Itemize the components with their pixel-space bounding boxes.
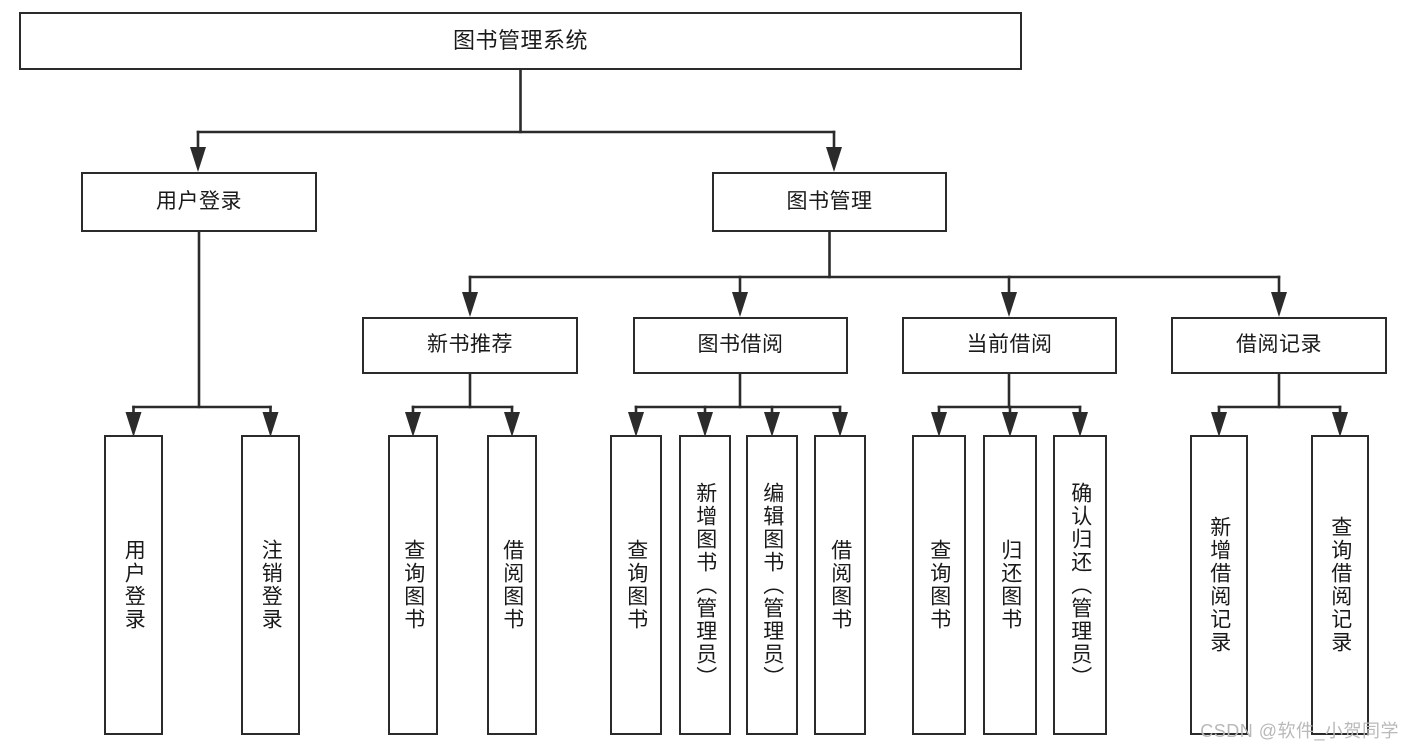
node-leaf-8[interactable]: 查询图书	[912, 435, 966, 735]
node-root[interactable]: 图书管理系统	[19, 12, 1022, 70]
node-level3-2-label: 当前借阅	[966, 333, 1053, 357]
node-leaf-7[interactable]: 借阅图书	[814, 435, 866, 735]
node-level3-0-label: 新书推荐	[427, 333, 513, 357]
node-level3-1[interactable]: 图书借阅	[633, 317, 848, 374]
node-leaf-11[interactable]: 新增借阅记录	[1190, 435, 1248, 735]
node-leaf-6-label: 编辑图书（管理员）	[760, 481, 784, 689]
arrow-head-icon	[504, 412, 520, 437]
arrow-head-icon	[732, 292, 748, 317]
node-leaf-5[interactable]: 新增图书（管理员）	[679, 435, 731, 735]
node-leaf-10-label: 确认归还（管理员）	[1068, 481, 1092, 689]
node-leaf-7-label: 借阅图书	[828, 539, 852, 631]
node-leaf-2[interactable]: 查询图书	[388, 435, 438, 735]
node-level2-0-label: 用户登录	[156, 189, 242, 213]
node-level3-2[interactable]: 当前借阅	[902, 317, 1117, 374]
node-leaf-1[interactable]: 注销登录	[241, 435, 300, 735]
node-leaf-9-label: 归还图书	[998, 539, 1022, 631]
node-leaf-3-label: 借阅图书	[500, 539, 524, 631]
node-leaf-12[interactable]: 查询借阅记录	[1311, 435, 1369, 735]
node-leaf-0[interactable]: 用户登录	[104, 435, 163, 735]
arrow-head-icon	[1072, 412, 1088, 437]
arrow-head-icon	[190, 147, 206, 172]
node-leaf-6[interactable]: 编辑图书（管理员）	[746, 435, 798, 735]
arrow-head-icon	[1271, 292, 1287, 317]
node-leaf-11-label: 新增借阅记录	[1207, 516, 1231, 654]
node-level2-1[interactable]: 图书管理	[712, 172, 947, 232]
arrow-head-icon	[125, 412, 142, 437]
arrow-head-icon	[697, 412, 713, 437]
node-level3-3-label: 借阅记录	[1236, 333, 1322, 357]
arrow-head-icon	[1002, 412, 1018, 437]
node-leaf-3[interactable]: 借阅图书	[487, 435, 537, 735]
node-leaf-4[interactable]: 查询图书	[610, 435, 662, 735]
arrow-head-icon	[628, 412, 644, 437]
arrow-head-icon	[931, 412, 947, 437]
node-leaf-12-label: 查询借阅记录	[1328, 516, 1352, 654]
node-leaf-1-label: 注销登录	[259, 539, 283, 631]
node-leaf-10[interactable]: 确认归还（管理员）	[1053, 435, 1107, 735]
arrow-head-icon	[262, 412, 279, 437]
node-leaf-4-label: 查询图书	[624, 539, 648, 631]
arrow-head-icon	[764, 412, 780, 437]
arrow-head-icon	[405, 412, 421, 437]
arrow-head-icon	[1001, 292, 1017, 317]
node-leaf-9[interactable]: 归还图书	[983, 435, 1037, 735]
node-root-label: 图书管理系统	[452, 28, 588, 54]
node-level3-1-label: 图书借阅	[697, 333, 784, 357]
arrow-head-icon	[826, 147, 842, 172]
node-leaf-2-label: 查询图书	[401, 539, 425, 631]
node-leaf-5-label: 新增图书（管理员）	[693, 481, 717, 689]
node-level2-0[interactable]: 用户登录	[81, 172, 317, 232]
node-level3-3[interactable]: 借阅记录	[1171, 317, 1387, 374]
arrow-head-icon	[832, 412, 848, 437]
arrow-head-icon	[1332, 412, 1348, 437]
node-level2-1-label: 图书管理	[786, 189, 873, 213]
arrow-head-icon	[462, 292, 478, 317]
node-level3-0[interactable]: 新书推荐	[362, 317, 578, 374]
node-leaf-8-label: 查询图书	[927, 539, 951, 631]
node-leaf-0-label: 用户登录	[122, 539, 146, 631]
arrow-head-icon	[1211, 412, 1227, 437]
